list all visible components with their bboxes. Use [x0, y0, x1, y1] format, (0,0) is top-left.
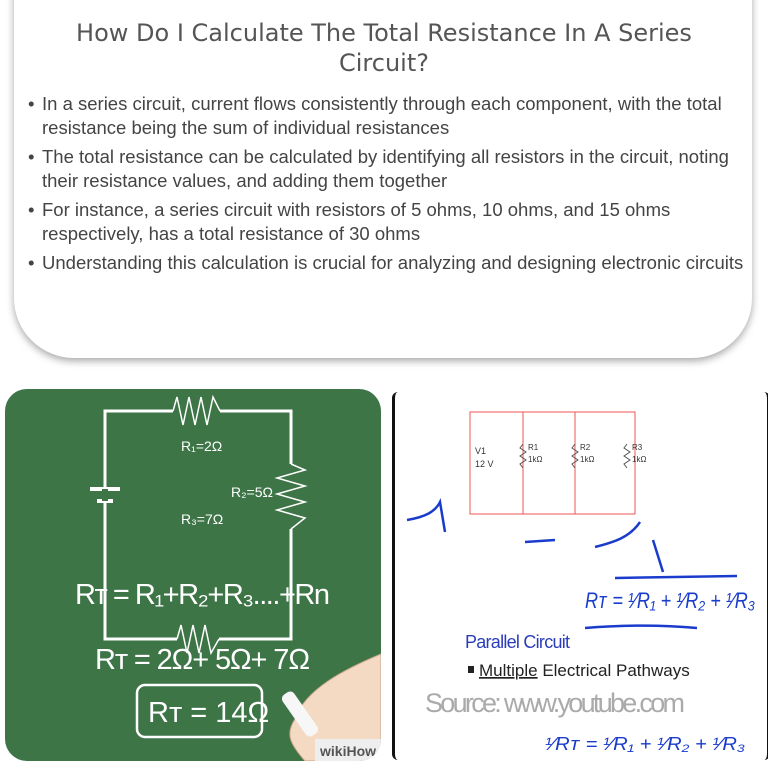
- series-circuit-chalkboard-image: R₁=2Ω R₂=5Ω R₃=7Ω Rᴛ = R₁+R₂+R₃....+Rn R…: [5, 389, 381, 761]
- equation-result: Rᴛ = 14Ω: [148, 697, 269, 729]
- r3-value: 1kΩ: [632, 455, 646, 464]
- source-watermark: Source: www.youtube.com: [425, 688, 685, 718]
- bullet-square: [468, 666, 474, 673]
- v1-label: V1: [475, 446, 486, 456]
- hand-with-chalk: [281, 653, 381, 761]
- wikihow-logo: wikiHow: [319, 743, 376, 759]
- series-circuit-drawing: [90, 394, 308, 656]
- bullet-item: Understanding this calculation is crucia…: [24, 251, 744, 275]
- bullet-item: The total resistance can be calculated b…: [24, 145, 744, 193]
- r3-label: R₃=7Ω: [181, 511, 223, 527]
- r3-label: R3: [632, 443, 643, 452]
- v1-value: 12 V: [475, 459, 494, 469]
- result-box: [135, 683, 264, 739]
- r2-value: 1kΩ: [580, 455, 594, 464]
- page-title: How Do I Calculate The Total Resistance …: [76, 19, 692, 77]
- handwritten-annotations: [406, 498, 738, 630]
- bullet-item: For instance, a series circuit with resi…: [24, 198, 744, 246]
- bullet-item: In a series circuit, current flows consi…: [24, 92, 744, 140]
- pathways-bullet: Multiple Electrical Pathways: [479, 661, 690, 680]
- r1-label: R1: [528, 443, 539, 452]
- r1-value: 1kΩ: [528, 455, 542, 464]
- r1-label: R₁=2Ω: [181, 438, 222, 454]
- reciprocal-formula-annotation: ¹⁄Rᴛ = ¹⁄R₁ + ¹⁄R₂ + ¹⁄R₃: [545, 734, 745, 754]
- bullet-list: In a series circuit, current flows consi…: [24, 92, 744, 280]
- parallel-circuit-drawing: [469, 411, 636, 515]
- equation-values: Rᴛ = 2Ω+ 5Ω+ 7Ω: [95, 644, 310, 676]
- equation-general: Rᴛ = R₁+R₂+R₃....+Rn: [75, 579, 330, 611]
- parallel-circuit-heading: Parallel Circuit: [465, 632, 570, 652]
- resistor-symbols: [519, 443, 631, 469]
- r2-label: R₂=5Ω: [231, 484, 273, 500]
- parallel-formula-annotation: Rᴛ = ¹⁄R₁ + ¹⁄R₂ + ¹⁄R₃: [585, 588, 755, 613]
- parallel-circuit-image: V1 12 V R1 1kΩ R2 1kΩ R3 1kΩ Rᴛ = ¹⁄R₁ +…: [392, 392, 768, 760]
- r2-label: R2: [580, 443, 591, 452]
